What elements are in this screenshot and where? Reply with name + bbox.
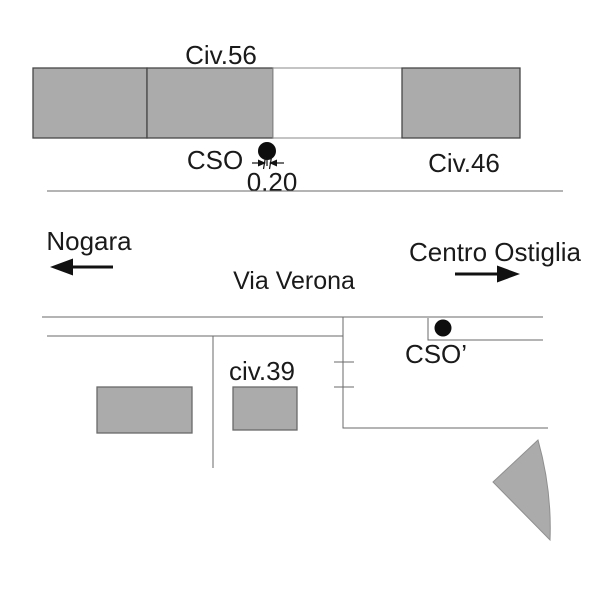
cso-prime-point-icon	[434, 319, 452, 337]
civ56-label: Civ.56	[185, 40, 257, 70]
building-civ46-section	[401, 67, 521, 139]
lower-building-civ39	[232, 386, 298, 431]
dimension-left-tick	[262, 156, 267, 170]
nogara-direction-label: Nogara	[46, 226, 132, 256]
civ39-label: civ.39	[229, 356, 295, 386]
arrow-right-icon	[455, 265, 520, 283]
dimension-left-arrowhead-icon	[258, 159, 266, 167]
civ46-label: Civ.46	[428, 148, 500, 178]
centro-ostiglia-direction-label: Centro Ostiglia	[409, 237, 581, 267]
cso-label: CSO	[187, 145, 243, 175]
building-civ56-left-section	[32, 67, 148, 139]
dimension-right-arrowhead-icon	[269, 159, 277, 167]
wedge-building-southeast	[492, 439, 551, 542]
north-building-strip	[32, 67, 521, 139]
entrance-recess-line	[427, 318, 543, 341]
dimension-value-label: 0.20	[247, 167, 298, 197]
arrow-left-icon	[50, 258, 113, 276]
lower-building-west	[96, 386, 193, 434]
building-civ56-right-section	[146, 67, 274, 139]
via-verona-street-label: Via Verona	[233, 267, 355, 295]
cso-point-icon	[258, 142, 276, 160]
courtyard-gap	[272, 67, 403, 139]
cso-prime-label: CSO’	[405, 339, 467, 369]
boundary-corner-line	[342, 317, 548, 429]
dimension-marks	[252, 156, 284, 170]
